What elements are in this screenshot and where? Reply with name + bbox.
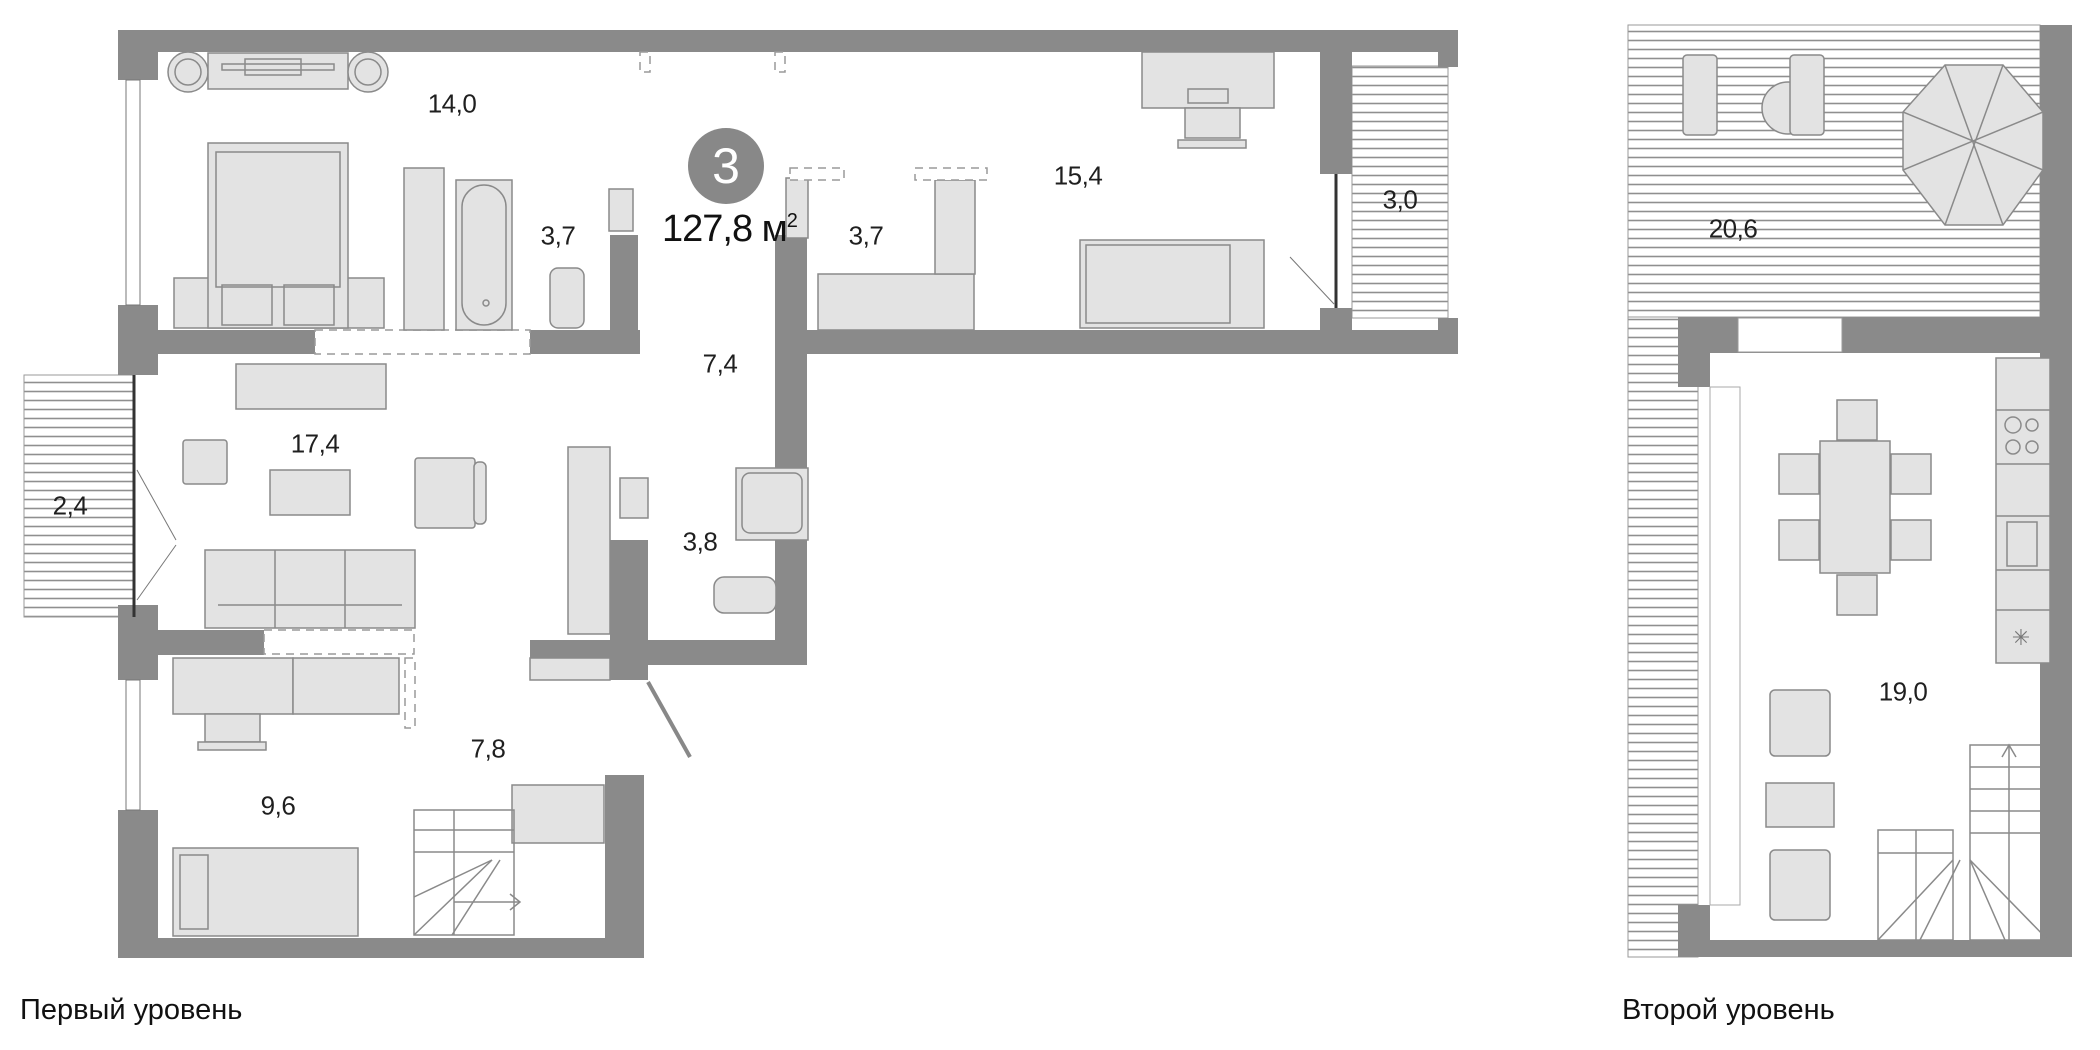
room-area-balcony-2: 2,4 [52,490,88,521]
room-area-balcony-1: 3,0 [1382,184,1418,215]
room-area-bedroom-master: 14,0 [427,88,477,119]
room-area-bathroom-1: 3,7 [540,220,576,251]
balcony-left-deck [23,374,135,618]
total-area-unit: 2 [786,210,798,232]
room-area-bedroom-3: 9,6 [260,790,296,821]
rooms-count-badge: 3 [688,128,764,204]
room-area-hallway: 7,4 [702,348,738,379]
terrace-deck-left [1627,316,1699,958]
balcony-right-deck [1351,65,1449,319]
total-area-value: 127,8 м [662,208,788,250]
room-area-bedroom-2: 15,4 [1053,160,1103,191]
room-area-bathroom-2: 3,8 [682,526,718,557]
room-area-corridor: 7,8 [470,733,506,764]
room-area-living-room: 17,4 [290,428,340,459]
total-area: 127,8 м2 [662,208,798,251]
svg-text:✳: ✳ [2012,625,2030,650]
second-level-label: Второй уровень [1622,994,1835,1026]
room-area-kitchen-dining: 19,0 [1878,676,1928,707]
first-level-label: Первый уровень [20,994,243,1026]
room-area-terrace: 20,6 [1708,213,1758,244]
room-area-wardrobe: 3,7 [848,220,884,251]
first-level-plan [23,30,1458,958]
second-level-plan: ✳ [1627,24,2072,958]
